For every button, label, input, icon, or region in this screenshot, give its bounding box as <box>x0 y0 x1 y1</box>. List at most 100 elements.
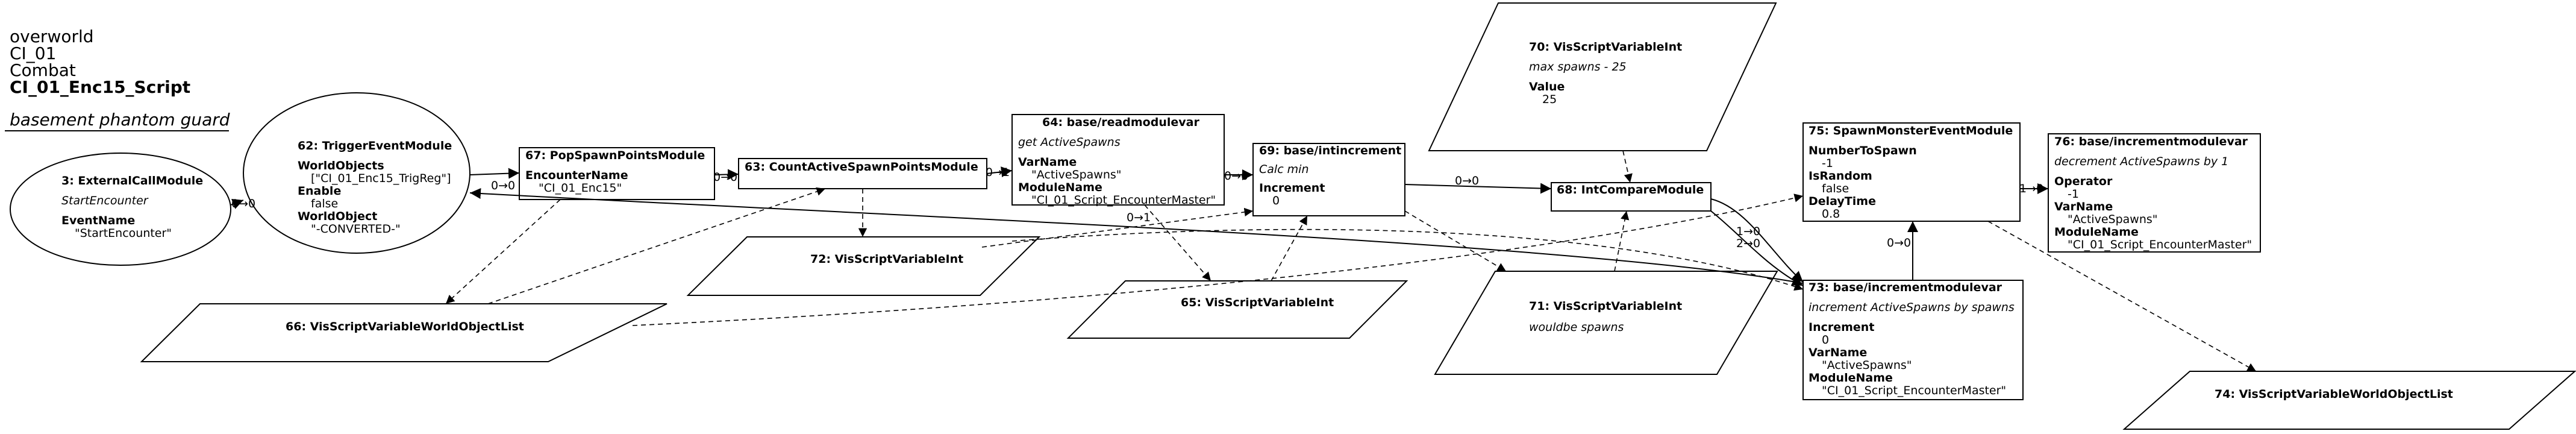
field-label: Value <box>1529 80 1565 93</box>
field-label: Enable <box>298 184 342 198</box>
node-comment: max spawns - 25 <box>1529 60 1627 74</box>
field-label: VarName <box>2054 200 2113 213</box>
field-value: "CI_01_Script_EncounterMaster" <box>1822 384 2007 397</box>
edge-label-63-64: 0→1 <box>986 166 1010 179</box>
node-3[interactable]: 3: ExternalCallModule StartEncounter Eve… <box>61 175 203 240</box>
node-title: 64: base/readmodulevar <box>1042 116 1199 129</box>
edge-3-62 <box>230 198 244 209</box>
field-value: "ActiveSpawns" <box>2068 213 2158 226</box>
edge-69-68 <box>1404 183 1552 194</box>
edge-71-68 <box>1614 210 1630 272</box>
edge-72-69 <box>981 207 1254 248</box>
node-72-shape[interactable] <box>686 236 1041 296</box>
node-title: 68: IntCompareModule <box>1557 183 1704 197</box>
node-66[interactable]: 66: VisScriptVariableWorldObjectList <box>286 321 524 333</box>
node-76[interactable]: 76: base/incrementmodulevar decrement Ac… <box>2054 136 2252 251</box>
node-63[interactable]: 63: CountActiveSpawnPointsModule <box>745 161 978 174</box>
node-74-shape[interactable] <box>2122 371 2576 430</box>
node-75[interactable]: 75: SpawnMonsterEventModule NumberToSpaw… <box>1809 125 2013 221</box>
node-title: 65: VisScriptVariableInt <box>1181 296 1334 309</box>
field-value: 0 <box>1272 194 1280 207</box>
node-72[interactable]: 72: VisScriptVariableInt <box>810 253 963 266</box>
header-line-3: Combat <box>10 60 76 80</box>
node-comment: decrement ActiveSpawns by 1 <box>2054 155 2229 168</box>
node-title: 76: base/incrementmodulevar <box>2054 135 2248 148</box>
node-title: 74: VisScriptVariableWorldObjectList <box>2215 388 2453 401</box>
field-label: IsRandom <box>1809 169 1872 183</box>
node-76-shape[interactable] <box>2048 133 2261 253</box>
edge-70-68 <box>1622 150 1633 183</box>
node-69[interactable]: 69: base/intincrement Calc min Increment… <box>1259 145 1401 207</box>
edge-label-67-63: 0→0 <box>713 171 738 184</box>
node-73[interactable]: 73: base/incrementmodulevar increment Ac… <box>1809 281 2015 397</box>
node-title: 71: VisScriptVariableInt <box>1529 300 1683 313</box>
node-74[interactable]: 74: VisScriptVariableWorldObjectList <box>2215 388 2453 401</box>
node-comment: wouldbe spawns <box>1529 321 1624 334</box>
edge-66-63 <box>487 187 826 304</box>
edge-67-63 <box>714 169 739 180</box>
node-67[interactable]: 67: PopSpawnPointsModule EncounterName "… <box>525 149 705 195</box>
field-value: false <box>1822 182 1849 195</box>
edge-64-62 <box>469 188 1804 284</box>
field-value: "-CONVERTED-" <box>311 222 401 236</box>
node-71[interactable]: 71: VisScriptVariableInt wouldbe spawns <box>1529 300 1682 334</box>
field-value: "ActiveSpawns" <box>1031 168 1122 181</box>
edge-label-64-62: 0→1 <box>1127 211 1151 224</box>
field-label: WorldObjects <box>298 159 384 172</box>
node-66-shape[interactable] <box>140 303 667 362</box>
node-comment: get ActiveSpawns <box>1018 136 1121 149</box>
edge-75-74 <box>1987 221 2257 372</box>
node-65[interactable]: 65: VisScriptVariableInt <box>1181 297 1334 309</box>
node-64[interactable]: 64: base/readmodulevar get ActiveSpawns … <box>1018 116 1216 207</box>
node-comment: StartEncounter <box>61 194 148 207</box>
field-value: 0.8 <box>1822 207 1840 221</box>
node-title: 75: SpawnMonsterEventModule <box>1809 124 2013 137</box>
field-value: ["CI_01_Enc15_TrigReg"] <box>311 172 451 185</box>
field-value: 25 <box>1542 93 1557 106</box>
node-62[interactable]: 62: TriggerEventModule WorldObjects ["CI… <box>298 140 452 236</box>
node-69-shape[interactable] <box>1252 143 1405 216</box>
node-title: 62: TriggerEventModule <box>298 139 452 153</box>
edge-64-65 <box>1144 204 1211 281</box>
node-62-shape[interactable] <box>243 92 470 254</box>
edge-label-75-76: 1→0 <box>2019 182 2044 195</box>
field-label: DelayTime <box>1809 195 1876 208</box>
field-value: "ActiveSpawns" <box>1822 359 1912 372</box>
node-70[interactable]: 70: VisScriptVariableInt max spawns - 25… <box>1529 41 1682 106</box>
node-70-shape[interactable] <box>1428 2 1777 151</box>
node-title: 72: VisScriptVariableInt <box>810 253 964 266</box>
node-68-shape[interactable] <box>1551 182 1712 212</box>
header-line-2: CI_01 <box>10 43 57 63</box>
edge-67-66 <box>445 199 561 304</box>
node-71-shape[interactable] <box>1434 271 1778 375</box>
node-3-shape[interactable] <box>10 153 231 266</box>
field-label: Increment <box>1809 321 1875 334</box>
field-label: EncounterName <box>525 169 628 182</box>
edge-label-62-67: 0→0 <box>491 179 516 192</box>
field-label: VarName <box>1018 156 1077 169</box>
field-label: WorldObject <box>298 210 378 223</box>
node-title: 70: VisScriptVariableInt <box>1529 40 1683 54</box>
field-label: Operator <box>2054 175 2113 188</box>
node-65-shape[interactable] <box>1066 280 1408 339</box>
node-title: 69: base/intincrement <box>1259 144 1402 157</box>
node-title: 66: VisScriptVariableWorldObjectList <box>286 320 524 333</box>
edge-label-68-73-b: 2→0 <box>1736 237 1761 250</box>
edge-label-69-68: 0→0 <box>1455 174 1480 187</box>
field-label: Increment <box>1259 181 1325 195</box>
field-value: "CI_01_Enc15" <box>539 181 622 195</box>
edge-68-73-a <box>1710 198 1804 283</box>
edge-63-64 <box>986 166 1013 178</box>
edge-65-69 <box>1271 215 1308 281</box>
edge-72-73 <box>1011 228 1804 291</box>
node-64-shape[interactable] <box>1011 114 1225 206</box>
node-title: 63: CountActiveSpawnPointsModule <box>745 160 978 174</box>
field-value: false <box>311 197 339 210</box>
node-68[interactable]: 68: IntCompareModule <box>1557 184 1704 197</box>
edge-66-75 <box>632 193 1804 326</box>
header-line-1: overworld <box>10 27 94 46</box>
node-title: 67: PopSpawnPointsModule <box>525 149 705 162</box>
field-value: -1 <box>2068 187 2079 201</box>
field-label: NumberToSpawn <box>1809 144 1917 157</box>
